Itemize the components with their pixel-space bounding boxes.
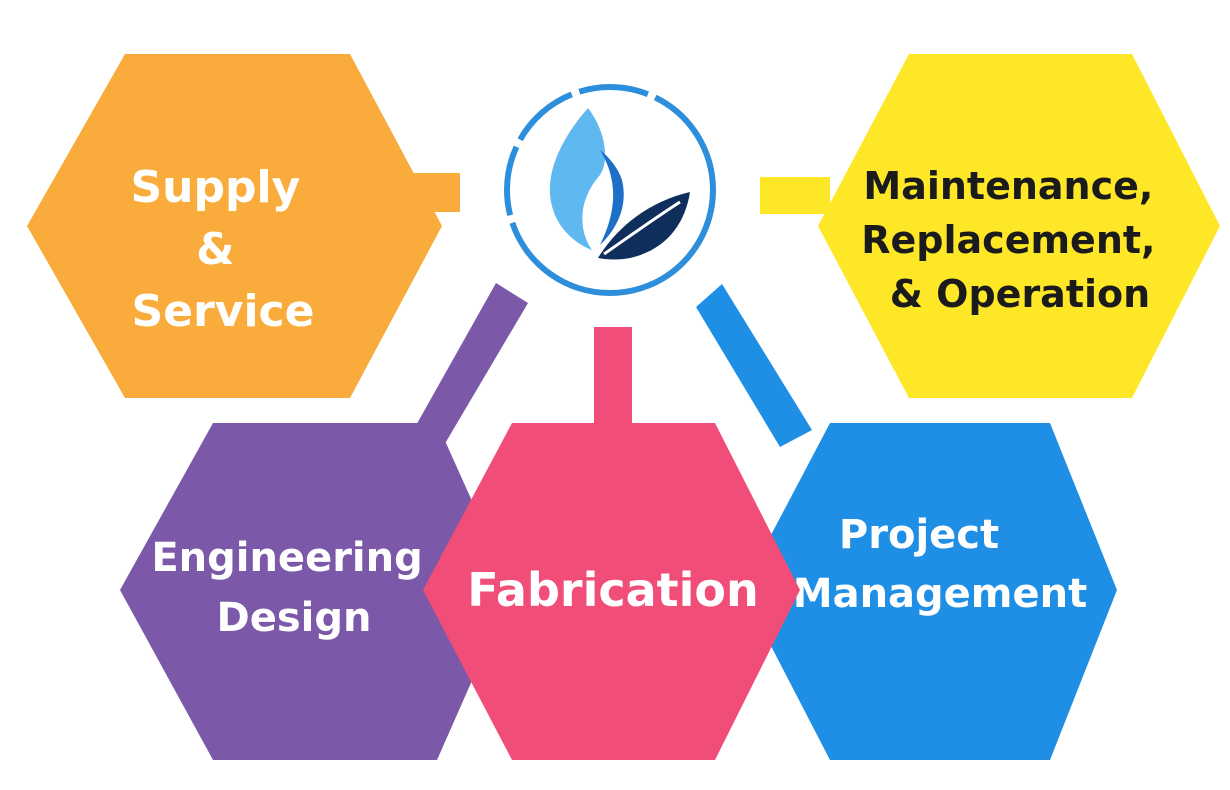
connector-project	[696, 284, 812, 447]
supply-label-line-3: Service	[132, 286, 315, 337]
supply-label: Supply & Service	[130, 162, 315, 337]
logo-background	[498, 78, 722, 302]
supply-label-line-1: Supply	[130, 162, 300, 213]
hexagon-maintenance: Maintenance, Replacement, & Operation	[818, 54, 1220, 398]
engineering-label-line-1: Engineering	[151, 535, 422, 581]
hexagon-engineering-design: Engineering Design	[120, 423, 512, 760]
connector-engineering	[410, 283, 528, 452]
flame-light-shape	[549, 108, 606, 250]
hexagon-supply-shape	[27, 54, 442, 398]
maintenance-label: Maintenance, Replacement, & Operation	[861, 164, 1168, 316]
center-logo	[498, 78, 722, 302]
hexagon-maintenance-shape	[818, 54, 1220, 398]
hexagon-project-shape	[742, 423, 1117, 760]
maintenance-label-line-2: Replacement,	[861, 218, 1155, 262]
fabrication-label-line-1: Fabrication	[467, 563, 759, 617]
flame-leaf-icon	[549, 108, 690, 260]
leaf-vein	[603, 200, 681, 256]
hexagon-fabrication-shape	[423, 423, 800, 760]
maintenance-label-line-1: Maintenance,	[863, 164, 1153, 208]
fabrication-label: Fabrication	[467, 563, 759, 617]
flame-dark-shape	[600, 150, 624, 245]
engineering-label: Engineering Design	[151, 535, 436, 641]
logo-ring	[504, 84, 716, 296]
engineering-label-line-2: Design	[217, 595, 372, 641]
hexagon-engineering-shape	[120, 423, 512, 760]
connector-fabrication	[594, 327, 632, 430]
project-label-line-1: Project	[839, 512, 999, 558]
hexagon-supply-service: Supply & Service	[27, 54, 442, 398]
connectors	[398, 173, 830, 452]
project-label-line-2: Management	[793, 571, 1087, 617]
maintenance-label-line-3: & Operation	[890, 272, 1150, 316]
supply-label-line-2: &	[196, 224, 234, 275]
hexagon-project-management: Project Management	[742, 423, 1117, 760]
connector-maintenance	[760, 177, 830, 214]
hexagon-fabrication: Fabrication	[423, 423, 800, 760]
project-label: Project Management	[793, 512, 1087, 617]
